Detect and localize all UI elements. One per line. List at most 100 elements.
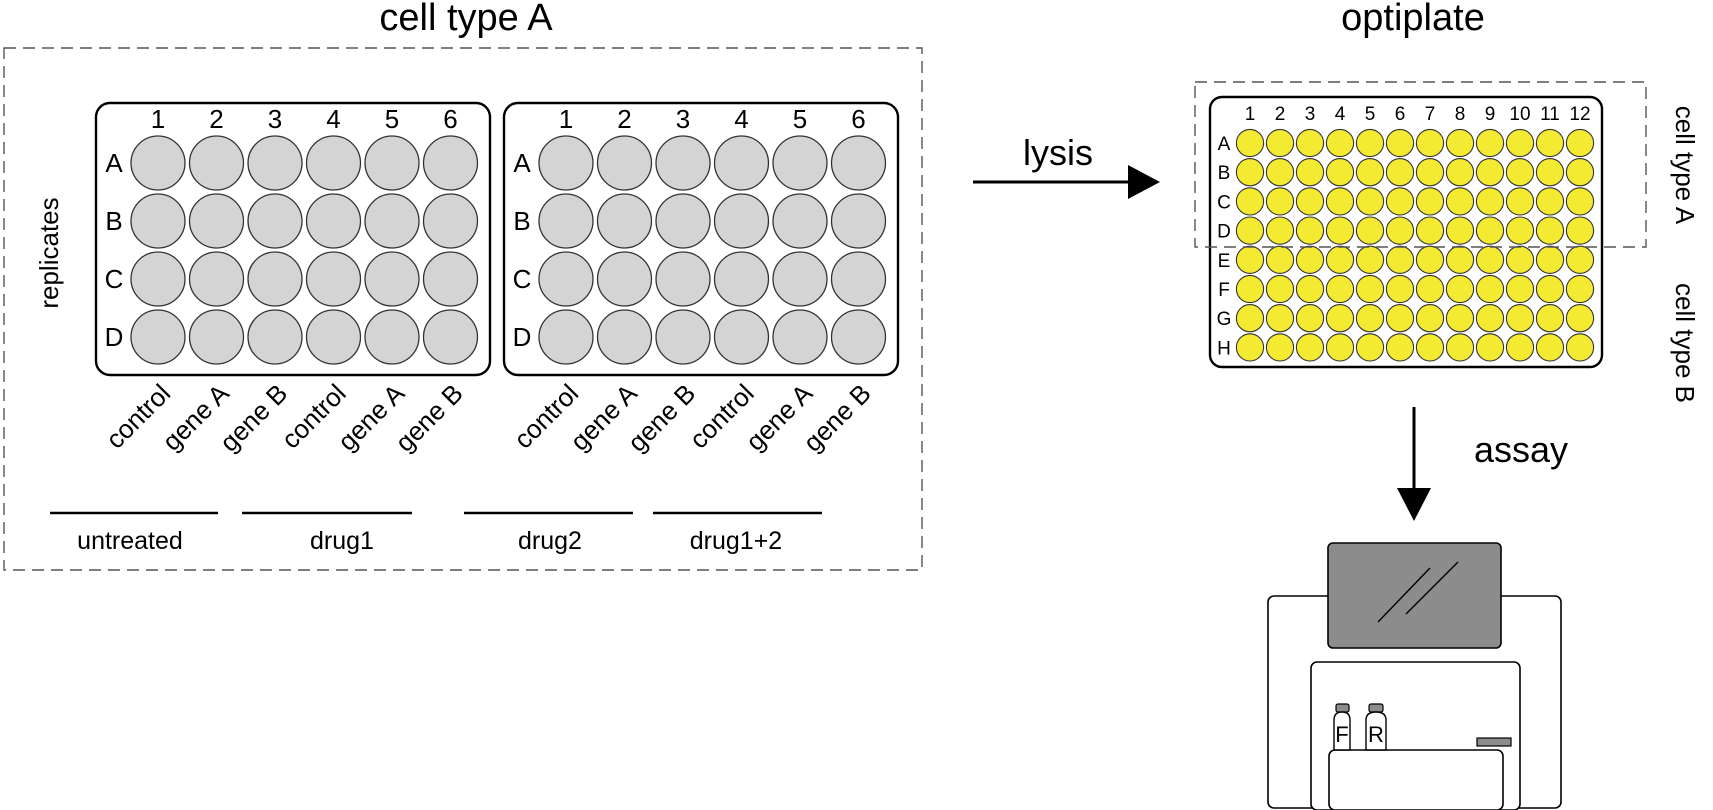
lid-glare-line-2 xyxy=(1405,561,1459,615)
optiplate-well xyxy=(1565,158,1595,187)
plate-2-well xyxy=(655,193,711,249)
plate-2-well xyxy=(830,193,887,249)
plate-2-column-label: 5 xyxy=(793,104,807,134)
bottle-f-body xyxy=(1333,711,1351,751)
optiplate-column-label: 2 xyxy=(1275,104,1286,125)
optiplate-column-label: 12 xyxy=(1569,104,1590,125)
plate-1-column-label: 5 xyxy=(385,104,399,134)
optiplate-row-label: F xyxy=(1218,280,1230,301)
optiplate-well xyxy=(1535,128,1565,158)
optiplate-well xyxy=(1325,304,1355,333)
optiplate-well xyxy=(1445,245,1475,274)
optiplate-well xyxy=(1325,274,1355,304)
optiplate-well xyxy=(1385,304,1415,333)
bottle-r-label: R xyxy=(1368,722,1384,747)
optiplate-well xyxy=(1415,333,1445,362)
plate-2-well xyxy=(596,309,653,365)
plate-2-well xyxy=(713,135,770,191)
plate-1-well xyxy=(247,309,303,365)
plate-1-well xyxy=(130,309,186,365)
reagent-bottle-r: R xyxy=(1365,703,1387,751)
optiplate-well xyxy=(1295,304,1325,333)
optiplate-well xyxy=(1235,158,1265,187)
plate-2-row-label: C xyxy=(513,264,532,294)
plate-2-well xyxy=(830,251,887,307)
optiplate-well xyxy=(1535,158,1565,187)
optiplate-well xyxy=(1325,187,1355,216)
plate-1-well xyxy=(247,135,303,191)
optiplate-column-label: 11 xyxy=(1540,104,1560,125)
optiplate-well xyxy=(1385,128,1415,158)
optiplate-well xyxy=(1325,158,1355,187)
plate-1-well xyxy=(422,309,479,365)
plate-2-well xyxy=(655,251,711,307)
plate-1-row-label: B xyxy=(105,206,122,236)
plate-2-well xyxy=(772,309,828,365)
plate-1-well xyxy=(247,193,303,249)
treatment-label-drug2: drug2 xyxy=(518,527,582,555)
plate-2-well xyxy=(538,135,594,191)
optiplate-well xyxy=(1265,245,1295,274)
reader-slot-indicator xyxy=(1476,737,1512,747)
optiplate-well xyxy=(1505,128,1535,158)
optiplate-well xyxy=(1565,274,1595,304)
plate-2-row-label: B xyxy=(513,206,530,236)
plate-2-well xyxy=(538,309,594,365)
reagent-bottle-f: F xyxy=(1333,703,1351,751)
optiplate-row-label: H xyxy=(1217,338,1231,359)
optiplate-well xyxy=(1295,216,1325,245)
plate-1-well xyxy=(305,193,362,249)
plate-1-well xyxy=(130,251,186,307)
optiplate-well xyxy=(1475,274,1505,304)
plate-1-well xyxy=(364,251,420,307)
plate-2-column-label: 1 xyxy=(559,104,573,134)
optiplate-well xyxy=(1475,158,1505,187)
optiplate-well xyxy=(1565,187,1595,216)
plate-reader: F R xyxy=(1267,542,1562,810)
plate-1-well xyxy=(130,135,186,191)
optiplate-column-label: 3 xyxy=(1305,104,1316,125)
optiplate-well xyxy=(1385,216,1415,245)
plate-1-well xyxy=(305,309,362,365)
plate-2-well xyxy=(655,135,711,191)
replicates-label: replicates xyxy=(34,197,64,308)
plate-1-well xyxy=(247,251,303,307)
plate-2-well xyxy=(772,251,828,307)
reader-lid xyxy=(1327,542,1502,649)
optiplate-well xyxy=(1355,333,1385,362)
lysis-step: lysis xyxy=(973,132,1160,199)
plate-1-well xyxy=(364,309,420,365)
condition-label: gene B xyxy=(622,378,701,457)
optiplate-well xyxy=(1475,187,1505,216)
optiplate-well xyxy=(1415,128,1445,158)
optiplate-well xyxy=(1535,274,1565,304)
treatment-label-untreated: untreated xyxy=(77,527,183,555)
optiplate-well xyxy=(1355,128,1385,158)
optiplate-well xyxy=(1415,304,1445,333)
optiplate-well xyxy=(1235,333,1265,362)
optiplate-well xyxy=(1235,304,1265,333)
plate-1-column-label: 2 xyxy=(209,104,223,134)
optiplate-well xyxy=(1295,333,1325,362)
plate-1-well xyxy=(364,193,420,249)
optiplate-well xyxy=(1355,274,1385,304)
plate-2-column-label: 4 xyxy=(734,104,748,134)
optiplate-well xyxy=(1235,216,1265,245)
optiplate-column-label: 6 xyxy=(1395,104,1406,125)
optiplate-row-label: C xyxy=(1217,192,1231,213)
optiplate-column-label: 7 xyxy=(1425,104,1436,125)
bottle-r-cap xyxy=(1368,703,1384,713)
optiplate-well xyxy=(1565,128,1595,158)
plate-2-well xyxy=(596,135,653,191)
optiplate-well xyxy=(1295,274,1325,304)
optiplate-well xyxy=(1475,333,1505,362)
assay-arrow-head xyxy=(1397,488,1431,521)
plate-2-well xyxy=(538,251,594,307)
plate-2-row-label: A xyxy=(513,148,531,178)
optiplate-well xyxy=(1355,158,1385,187)
optiplate-well xyxy=(1505,333,1535,362)
optiplate-row-label: B xyxy=(1218,163,1231,184)
optiplate-well xyxy=(1235,245,1265,274)
